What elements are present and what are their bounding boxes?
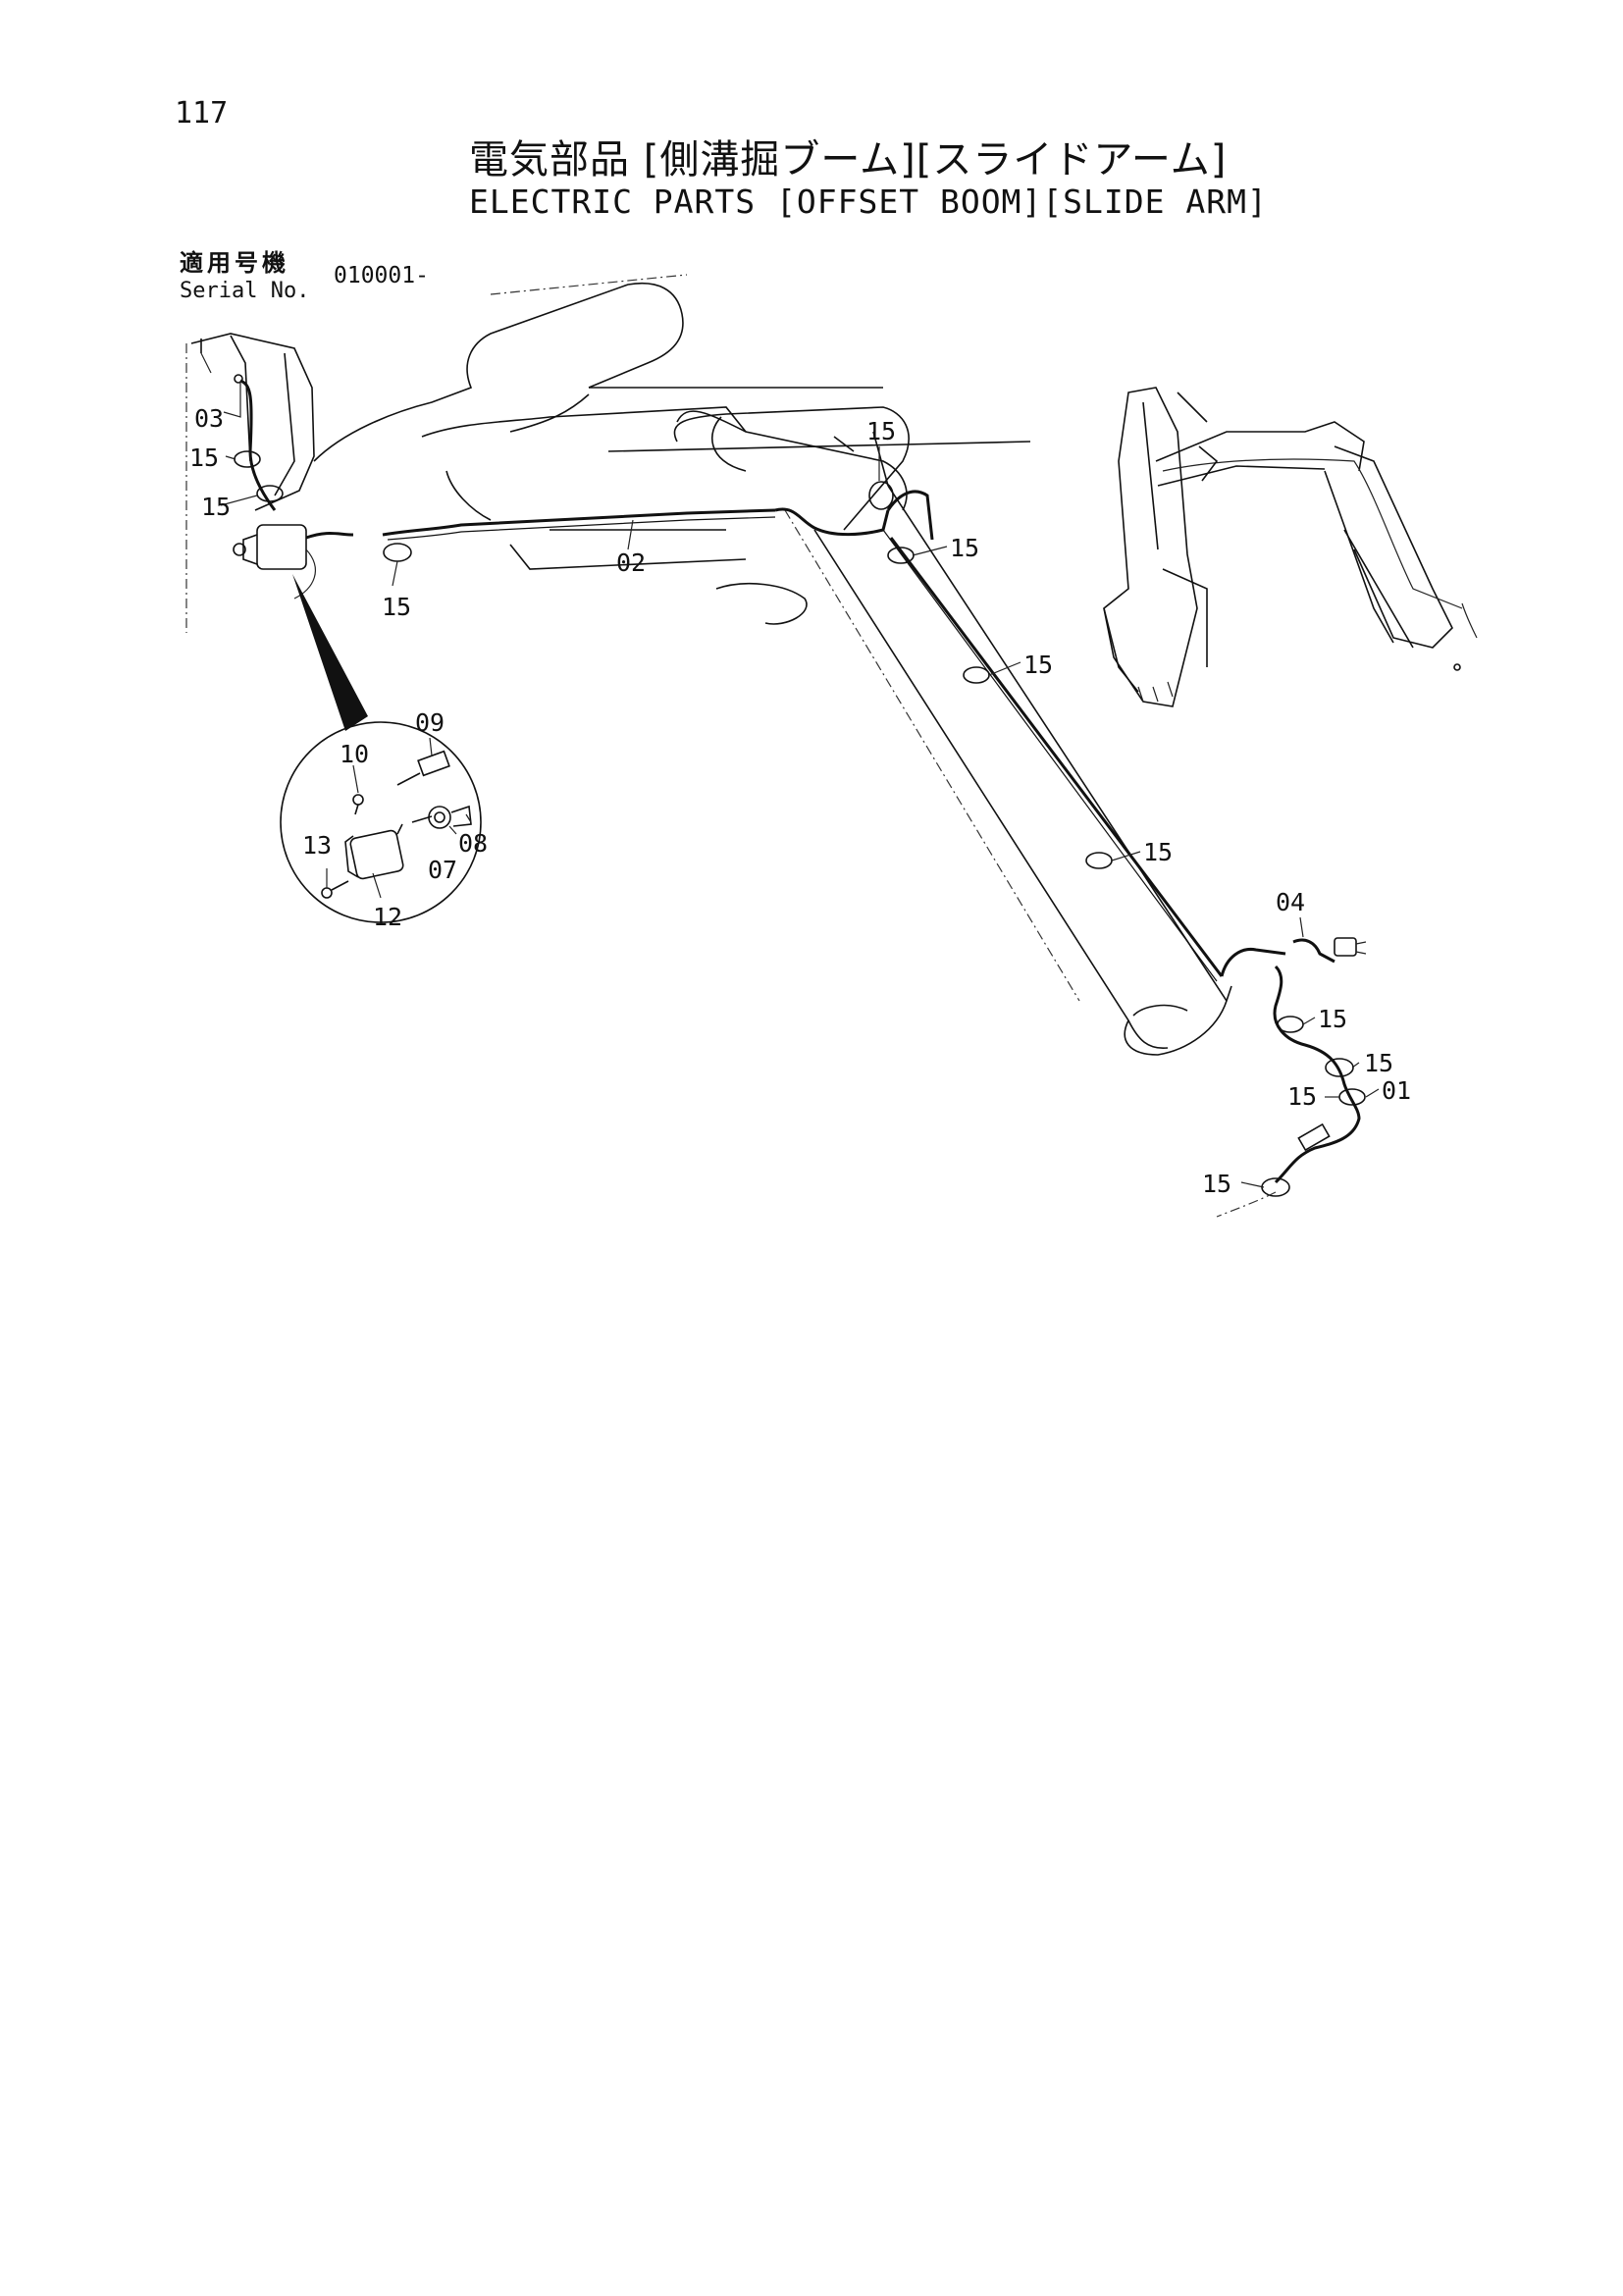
lamp-detail-circle xyxy=(280,721,482,923)
callout-15: 15 xyxy=(1287,1082,1317,1111)
harness-02 xyxy=(382,490,1286,982)
callout-07: 07 xyxy=(428,856,457,884)
callout-15: 15 xyxy=(201,493,231,521)
callout-15: 15 xyxy=(950,534,979,562)
page-number: 117 xyxy=(175,96,229,130)
callout-08: 08 xyxy=(458,829,488,858)
callout-15: 15 xyxy=(866,417,896,445)
callout-10: 10 xyxy=(340,740,369,768)
boom-knuckle xyxy=(673,406,910,625)
callout-01: 01 xyxy=(1382,1076,1411,1105)
harness-01 xyxy=(1216,965,1361,1218)
serial-label-japanese: 適用号機 xyxy=(180,249,289,277)
machine-overview-inset xyxy=(1103,387,1478,707)
callout-15: 15 xyxy=(1143,838,1173,866)
callout-02: 02 xyxy=(616,548,646,577)
callout-15: 15 xyxy=(1318,1005,1347,1033)
page-title-english: ELECTRIC PARTS [OFFSET BOOM][SLIDE ARM] xyxy=(469,183,1268,221)
serial-number-value: 010001- xyxy=(334,263,429,288)
clamps-15 xyxy=(234,450,1366,1197)
work-lamp xyxy=(233,524,354,600)
serial-label-english: Serial No. xyxy=(180,279,310,303)
callout-15: 15 xyxy=(1202,1170,1231,1198)
boom-outline xyxy=(313,274,1031,570)
swing-bracket xyxy=(185,333,315,633)
page-title-japanese: 電気部品 [側溝掘ブーム][スライドアーム] xyxy=(469,137,1228,183)
callout-13: 13 xyxy=(302,831,332,860)
connector-04 xyxy=(1292,937,1367,964)
callout-04: 04 xyxy=(1276,888,1305,916)
callout-12: 12 xyxy=(373,903,402,931)
callout-15: 15 xyxy=(189,444,219,472)
callout-15: 15 xyxy=(1023,651,1053,679)
callout-15: 15 xyxy=(382,593,411,621)
leader-lines xyxy=(220,381,1380,1188)
callout-15: 15 xyxy=(1364,1049,1393,1077)
detail-callout-pointer xyxy=(292,574,368,731)
callout-09: 09 xyxy=(415,708,445,737)
arm-outline xyxy=(676,410,1232,1056)
callout-03: 03 xyxy=(194,404,224,433)
